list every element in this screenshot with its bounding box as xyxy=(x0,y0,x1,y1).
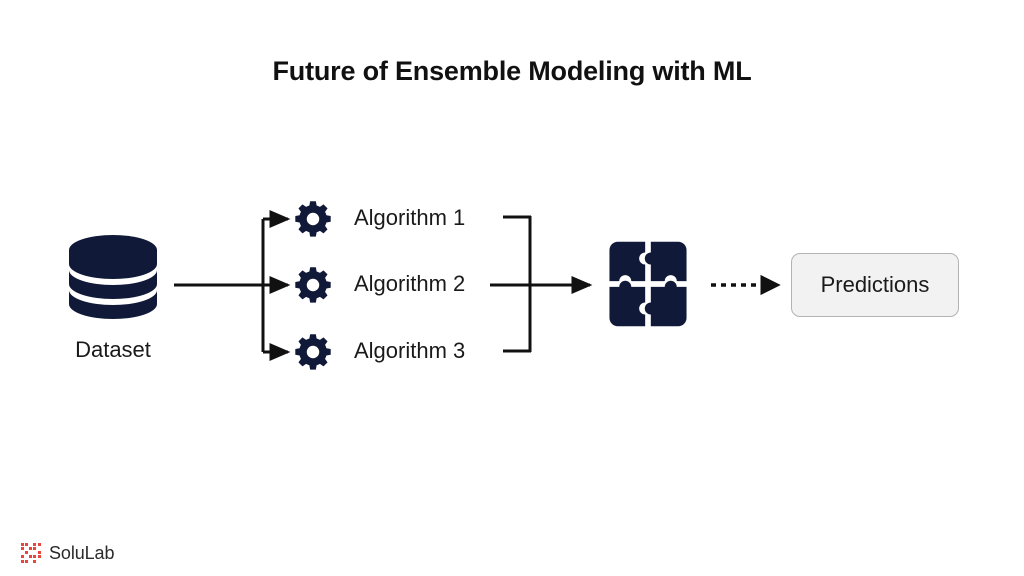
connector-split-bar xyxy=(261,210,291,361)
node-dataset[interactable]: Dataset xyxy=(52,228,174,378)
gear-icon[interactable] xyxy=(294,333,332,371)
puzzle-icon[interactable] xyxy=(601,237,695,331)
gear-icon[interactable] xyxy=(294,200,332,238)
dataset-label: Dataset xyxy=(75,337,151,362)
algorithm-label: Algorithm 3 xyxy=(354,338,466,363)
brand-logo[interactable]: SoluLab xyxy=(20,540,114,566)
page-title: Future of Ensemble Modeling with ML xyxy=(272,56,752,86)
algorithm-label: Algorithm 1 xyxy=(354,205,466,230)
solulab-logo-mark xyxy=(21,543,41,563)
brand-logo-text: SoluLab xyxy=(49,543,115,563)
gear-icon[interactable] xyxy=(294,266,332,304)
predictions-label: Predictions xyxy=(820,272,930,297)
predictions-box[interactable]: Predictions xyxy=(791,253,959,317)
algorithm-label: Algorithm 2 xyxy=(354,271,466,296)
database-icon xyxy=(69,235,157,319)
